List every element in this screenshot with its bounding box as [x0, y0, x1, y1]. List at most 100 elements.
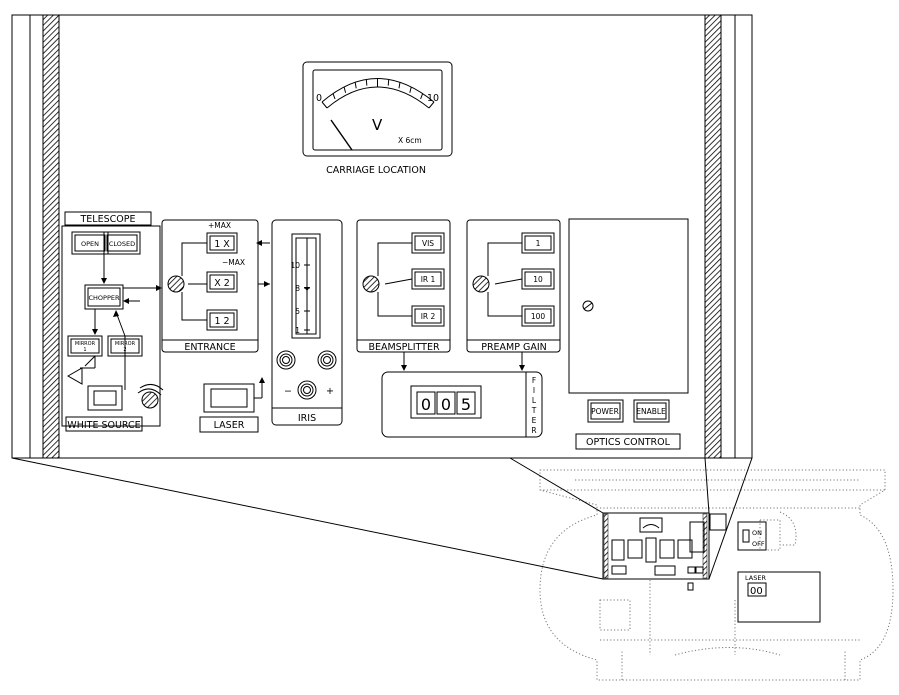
- iris-label: IRIS: [298, 413, 316, 424]
- iris-scale-tick-label: 8: [295, 284, 300, 293]
- entrance-option-3-label: 1 2: [214, 316, 229, 327]
- beamsplitter-group: BEAMSPLITTER: [356, 219, 451, 371]
- meter-tick: [428, 101, 435, 109]
- filter-digit-2: 0: [441, 395, 451, 414]
- telescope-group: TELESCOPE: [61, 211, 161, 427]
- beamsplitter-option-ir2[interactable]: IR 2: [411, 305, 445, 327]
- white-source-lamp[interactable]: [87, 385, 123, 411]
- entrance-label: ENTRANCE: [184, 342, 235, 353]
- meter-tick: [332, 93, 336, 100]
- main-panel: [11, 14, 753, 459]
- chopper-label: CHOPPER: [88, 294, 119, 302]
- carriage-location-meter: 0 10 V X 6cm CARRIAGE LOCATION: [302, 61, 453, 176]
- iris-scale-tick-label: 5: [295, 307, 300, 316]
- meter-scale-min: 0: [316, 93, 322, 104]
- mirror-1-box[interactable]: MIRROR 1: [67, 335, 103, 357]
- instrument-power-switch[interactable]: ON OFF: [737, 521, 767, 551]
- telescope-closed-button[interactable]: CLOSED: [103, 231, 141, 255]
- filter-digit-3: 5: [461, 395, 471, 414]
- optics-control-label: OPTICS CONTROL: [586, 437, 671, 448]
- instrument-laser-display: 00: [750, 586, 763, 597]
- meter-tick: [354, 82, 357, 89]
- beamsplitter-option-vis[interactable]: VIS: [411, 232, 445, 254]
- filter-counter[interactable]: 0 0 5: [416, 391, 476, 415]
- preamp-gain-group: PREAMP GAIN: [466, 219, 561, 371]
- chopper-box[interactable]: CHOPPER: [84, 284, 124, 310]
- white-source-label: WHITE SOURCE: [67, 420, 140, 431]
- iris-right-knob[interactable]: [317, 350, 337, 370]
- meter-tick: [387, 79, 390, 86]
- enable-button[interactable]: ENABLE: [633, 399, 670, 423]
- beamsplitter-knob-icon[interactable]: [362, 275, 380, 293]
- instrument-laser-label: LASER: [745, 574, 766, 582]
- iris-plus: +: [326, 386, 334, 397]
- switch-on-label: ON: [752, 529, 762, 537]
- zoom-connector-lines: [11, 457, 753, 580]
- optics-control-label-box: OPTICS CONTROL: [575, 433, 681, 450]
- iris-minus: −: [284, 386, 292, 397]
- preamp-option-100-label: 100: [531, 312, 546, 321]
- entrance-option-1[interactable]: 1 X: [206, 232, 238, 254]
- preamp-knob-icon[interactable]: [472, 275, 490, 293]
- filter-label-letter: T: [531, 406, 537, 415]
- meter-tick: [343, 86, 347, 93]
- preamp-option-1-label: 1: [536, 239, 541, 248]
- meter-tick: [409, 86, 412, 93]
- entrance-knob-icon[interactable]: [167, 275, 185, 293]
- entrance-iris-arrows: [256, 240, 270, 287]
- laser-unit[interactable]: [203, 377, 265, 413]
- enable-button-label: ENABLE: [636, 407, 666, 416]
- preamp-option-100[interactable]: 100: [521, 305, 555, 327]
- telescope-flow-arrows: [80, 254, 162, 390]
- power-button[interactable]: POWER: [587, 399, 624, 423]
- white-source-knob-icon[interactable]: [137, 384, 164, 409]
- meter-unit-symbol: V: [372, 116, 383, 134]
- preamp-option-10[interactable]: 10: [521, 268, 555, 290]
- laser-label: LASER: [214, 420, 245, 431]
- entrance-option-2-label: X 2: [214, 278, 230, 289]
- telescope-label: TELESCOPE: [80, 214, 136, 225]
- mini-panel: [602, 512, 727, 591]
- preamp-option-10-label: 10: [533, 275, 543, 284]
- telescope-open-button[interactable]: OPEN: [71, 231, 109, 255]
- meter-needle: [330, 119, 353, 151]
- beamsplitter-option-ir1-label: IR 1: [421, 275, 436, 284]
- telescope-open-label: OPEN: [81, 240, 99, 248]
- filter-label-letter: R: [531, 426, 536, 435]
- beamsplitter-option-ir2-label: IR 2: [421, 312, 436, 321]
- filter-label-letter: E: [532, 416, 537, 425]
- entrance-option-2[interactable]: X 2: [206, 271, 238, 293]
- telescope-closed-label: CLOSED: [109, 240, 135, 248]
- iris-scale-tick-label: 10: [290, 261, 300, 270]
- instrument-laser-box: LASER 00: [737, 571, 821, 623]
- filter-label-letter: L: [532, 396, 537, 405]
- filter-digit-1: 0: [421, 395, 431, 414]
- entrance-minus-max: −MAX: [222, 258, 245, 267]
- preamp-gain-label: PREAMP GAIN: [481, 342, 547, 353]
- meter-tick: [365, 79, 368, 86]
- meter-tick: [398, 82, 401, 89]
- white-source-label-box: WHITE SOURCE: [65, 416, 143, 432]
- iris-left-knob[interactable]: [276, 350, 296, 370]
- prism-icon: [66, 367, 83, 385]
- beamsplitter-option-vis-label: VIS: [422, 239, 434, 248]
- entrance-option-3[interactable]: 1 2: [206, 309, 238, 331]
- beamsplitter-option-ir1[interactable]: IR 1: [411, 268, 445, 290]
- preamp-option-1[interactable]: 1: [521, 232, 555, 254]
- optics-control-door[interactable]: [568, 218, 689, 394]
- meter-tick: [321, 101, 328, 109]
- meter-caption: CARRIAGE LOCATION: [326, 165, 426, 176]
- power-button-label: POWER: [591, 407, 619, 416]
- meter-scale-max: 10: [427, 93, 439, 104]
- iris-center-knob[interactable]: [297, 380, 317, 400]
- meter-tick: [420, 93, 424, 100]
- entrance-option-1-label: 1 X: [214, 239, 230, 250]
- mirror-1-number: 1: [83, 347, 86, 353]
- filter-label-letter: F: [532, 376, 536, 385]
- instrument-outline: [539, 469, 894, 681]
- meter-multiplier: X 6cm: [398, 136, 422, 145]
